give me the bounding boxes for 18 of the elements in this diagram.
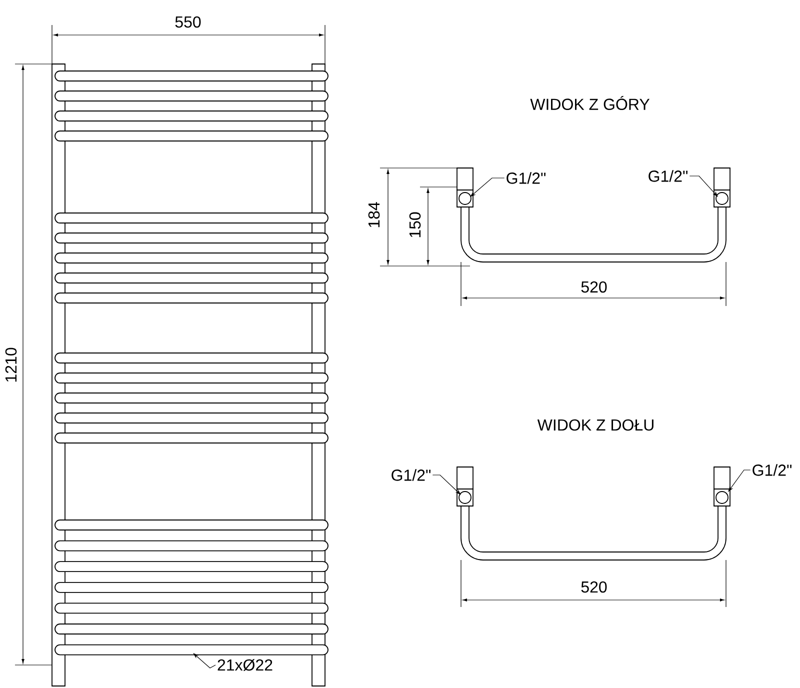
leader-label: G1/2" <box>390 468 432 482</box>
view-title: WIDOK Z DOŁU <box>536 418 656 432</box>
leader-label: G1/2" <box>646 169 690 183</box>
dimension-label: 1210 <box>4 346 18 384</box>
leader-line <box>193 653 216 668</box>
dimension-label: 184 <box>367 200 381 230</box>
leader-line <box>689 176 718 197</box>
view-title: WIDOK Z GÓRY <box>529 94 651 111</box>
leader-label: 21xØ22 <box>216 658 274 672</box>
leader-label: G1/2" <box>504 171 548 185</box>
leader-line <box>728 470 751 492</box>
leader-line <box>470 178 505 197</box>
dimension-label: 150 <box>408 210 422 240</box>
leader-label: G1/2" <box>750 463 794 477</box>
dimension-label: 550 <box>174 15 202 29</box>
leader-line <box>432 474 461 495</box>
dimension-label: 520 <box>580 580 608 594</box>
dimension-label: 520 <box>580 280 608 294</box>
